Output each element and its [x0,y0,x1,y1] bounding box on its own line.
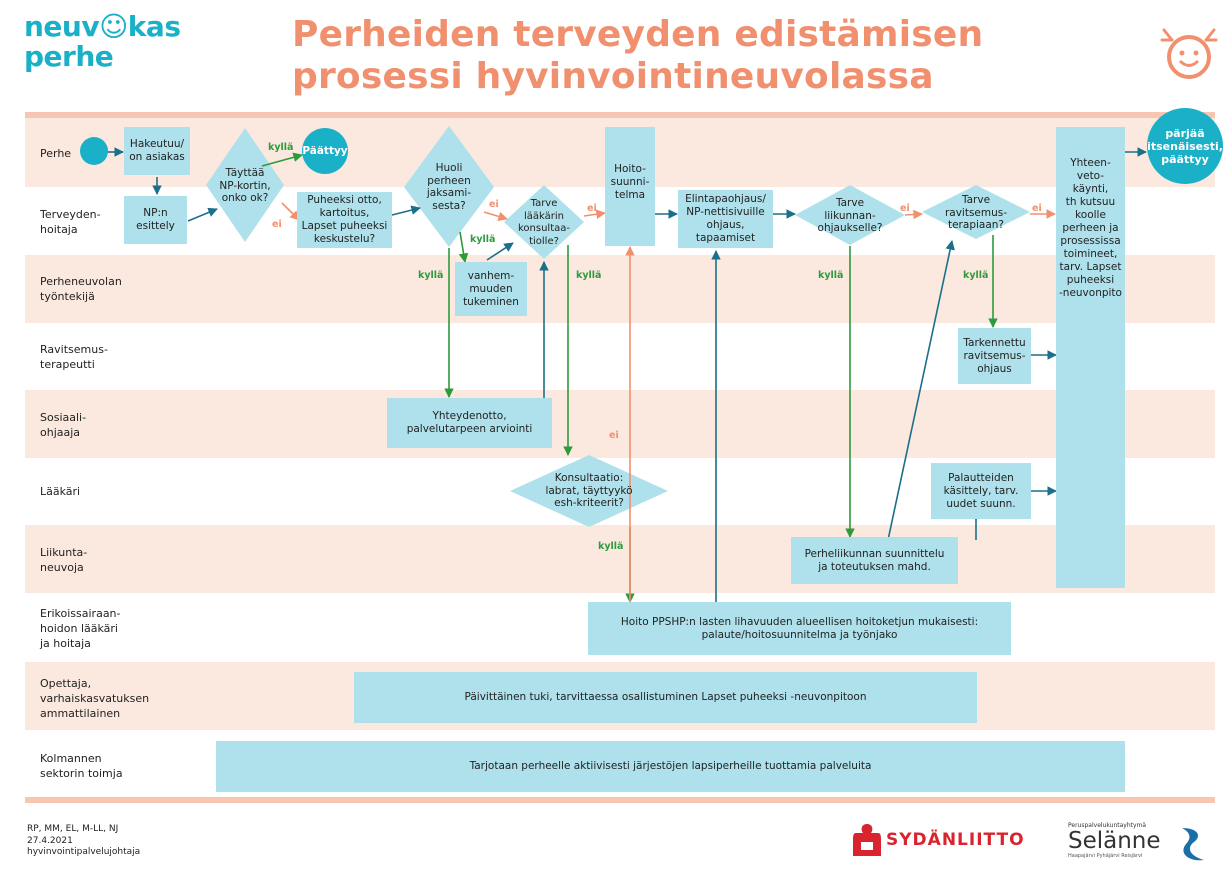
node-hakeutuu: Hakeutuu/ on asiakas [124,127,190,175]
heart-icon [852,822,882,858]
start-node [80,137,108,165]
node-tarve-liikunnan: Tarve liikunnan- ohjaukselle? [805,197,895,235]
label-no-puheeksi: ei [272,219,282,230]
selanne-logo: Peruspalvelukuntayhtymä Selänne Haapajär… [1068,822,1161,859]
label-yes-vanhemmuuden: kyllä [470,234,495,245]
node-elintapaohjaus: Elintapaohjaus/ NP-nettisivuille ohjaus,… [678,190,773,248]
node-hoitosuunnitelma: Hoito- suunni- telma [605,127,655,246]
node-paattyy: Päättyy [302,128,348,174]
selanne-main-text: Selänne [1068,829,1161,853]
label-no-yhteenveto: ei [1032,203,1042,214]
footer-credits: RP, MM, EL, M-LL, NJ 27.4.2021 hyvinvoin… [27,824,140,859]
node-tarve-laakarin: Tarve lääkärin konsultaa- tiolle? [508,198,580,248]
label-yes-tarkennettu: kyllä [963,270,988,281]
node-puheeksi: Puheeksi otto, kartoitus, Lapset puheeks… [297,192,392,248]
node-hoito-ppshp: Hoito PPSHP:n lasten lihavuuden alueelli… [588,602,1011,655]
node-konsultaatio: Konsultaatio: labrat, täyttyykö esh-krit… [530,472,648,510]
selanne-wave-icon [1176,826,1206,862]
node-tarjotaan: Tarjotaan perheelle aktiivisesti järjest… [216,741,1125,792]
node-yhteydenotto: Yhteydenotto, palvelutarpeen arviointi [387,398,552,448]
footer-date: 27.4.2021 [27,836,140,848]
node-paivittainen: Päivittäinen tuki, tarvittaessa osallist… [354,672,977,723]
label-yes-konsultaatio: kyllä [576,270,601,281]
sydanliitto-text: SYDÄNLIITTO [886,830,1025,850]
node-palautteiden: Palautteiden käsittely, tarv. uudet suun… [931,463,1031,519]
node-parjaa: pärjää itsenäisesti, päättyy [1147,108,1223,184]
label-no-hoitosuunnitelma: ei [587,203,597,214]
sydanliitto-logo: SYDÄNLIITTO [852,822,1025,858]
node-huoli: Huoli perheen jaksami- sesta? [412,162,486,212]
label-yes-paattyy: kyllä [268,142,293,153]
node-tarkennettu: Tarkennettu ravitsemus- ohjaus [958,328,1031,384]
node-np-esittely: NP:n esittely [124,196,187,244]
label-no-ravitsemus: ei [900,203,910,214]
node-yhteenveto: Yhteen- veto- käynti, th kutsuu koolle p… [1056,127,1125,588]
label-yes-ppshp: kyllä [598,541,623,552]
node-tayttaa: Täyttää NP-kortin, onko ok? [203,167,287,205]
footer-role: hyvinvointipalvelujohtaja [27,847,140,859]
label-no-hoitosuunnitelma-return: ei [609,430,619,441]
node-vanhemmuuden: vanhem- muuden tukeminen [455,262,527,316]
node-perheliikunnan: Perheliikunnan suunnittelu ja toteutukse… [791,537,958,584]
node-tarve-ravitsemus: Tarve ravitsemus- terapiaan? [928,194,1024,232]
footer-authors: RP, MM, EL, M-LL, NJ [27,824,140,836]
label-no-laakarin: ei [489,199,499,210]
label-yes-yhteydenotto: kyllä [418,270,443,281]
label-yes-perheliikunnan: kyllä [818,270,843,281]
